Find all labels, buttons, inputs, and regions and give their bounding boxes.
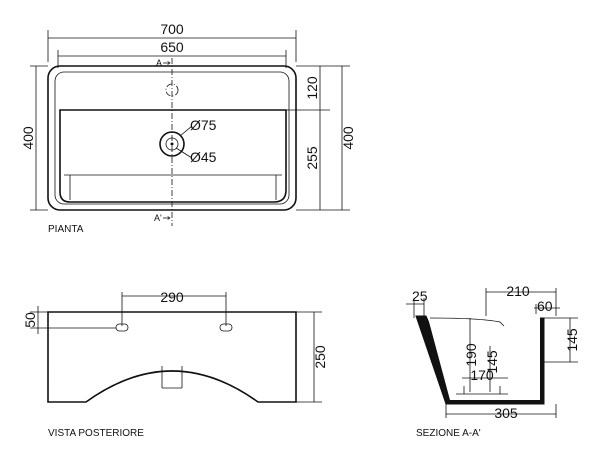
plan-caption: PIANTA — [48, 224, 84, 235]
rear-hole-spacing: 290 — [160, 289, 184, 305]
plan-width-outer: 700 — [160, 21, 184, 37]
rear-caption: VISTA POSTERIORE — [48, 428, 144, 439]
section-basin-depth: 190 — [463, 343, 479, 367]
section-top-width: 210 — [506, 283, 530, 299]
plan-view: 700 650 A A' Ø75 Ø45 400 — [20, 21, 356, 235]
rear-view: 290 50 250 VISTA POSTERIORE — [22, 289, 328, 439]
section-view: 210 25 60 190 145 170 145 305 SEZION — [406, 283, 580, 439]
section-depth-outer: 145 — [564, 328, 580, 352]
plan-height-left: 400 — [20, 126, 36, 150]
drain-inner-dim: Ø45 — [190, 149, 217, 165]
plan-back-depth: 120 — [304, 76, 320, 100]
rear-body — [47, 311, 297, 403]
section-base-width: 305 — [494, 405, 518, 421]
rear-hole-left — [115, 323, 129, 332]
plan-basin-depth: 255 — [304, 146, 320, 170]
basin-bowl — [59, 109, 287, 203]
rear-hole-right — [219, 323, 233, 332]
section-inner-depth: 145 — [484, 350, 500, 374]
plan-height-right: 400 — [340, 126, 356, 150]
section-back: 60 — [537, 298, 553, 314]
section-marker-a: A — [156, 58, 162, 68]
rear-height: 250 — [312, 345, 328, 369]
section-caption: SEZIONE A-A' — [416, 428, 481, 439]
rear-hole-height: 50 — [22, 312, 38, 328]
drain-outer-dim: Ø75 — [190, 117, 217, 133]
section-rim: 25 — [412, 288, 428, 304]
section-bottom-inner: 170 — [470, 367, 494, 383]
plan-width-inner: 650 — [160, 39, 184, 55]
section-marker-a-prime: A' — [154, 213, 162, 223]
